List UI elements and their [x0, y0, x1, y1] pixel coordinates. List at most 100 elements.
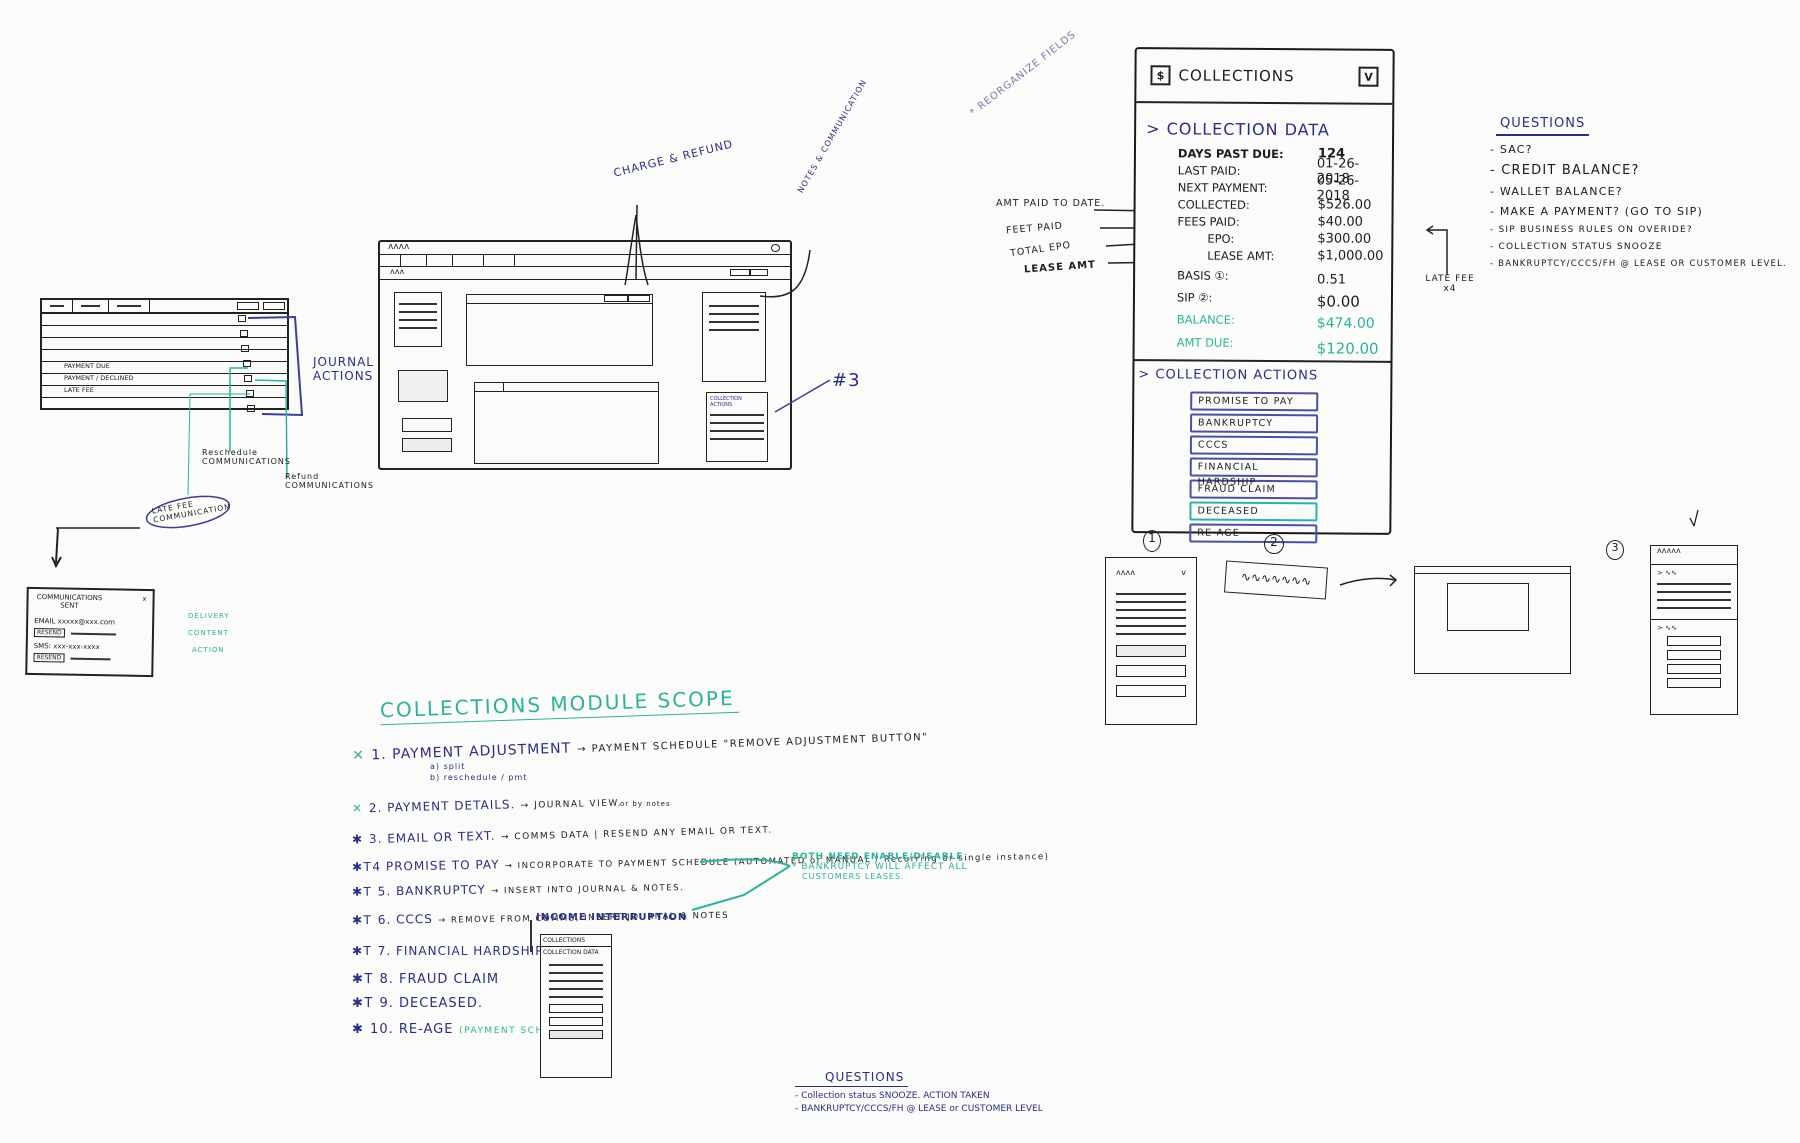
- question-item: - WALLET BALANCE?: [1490, 185, 1623, 198]
- user-avatar-icon[interactable]: [771, 244, 780, 252]
- journal-row[interactable]: PAYMENT / DECLINED: [42, 374, 287, 386]
- question-item: - SIP BUSINESS RULES ON OVERIDE?: [1490, 225, 1693, 235]
- scope-item-5: ✱T 5. BANKRUPTCY → INSERT INTO JOURNAL &…: [351, 882, 685, 899]
- account-panel: [702, 292, 766, 382]
- enable-disable-note: BOTH NEED ENABLE/DISABLE * BANKRUPTCY WI…: [792, 852, 968, 881]
- collections-header: $ COLLECTIONS V: [1136, 49, 1393, 105]
- refund-button[interactable]: [628, 295, 650, 302]
- deceased-button[interactable]: DECEASED: [1189, 501, 1318, 522]
- promise-to-pay-button[interactable]: PROMISE TO PAY: [1190, 391, 1319, 412]
- journal-row[interactable]: [42, 326, 287, 338]
- data-row-lease-amt: LEASE AMT:$1,000.00: [1207, 248, 1384, 264]
- option-marker-3: 3: [1606, 540, 1624, 560]
- data-row-fees-paid: FEES PAID:$40.00: [1177, 213, 1364, 230]
- collapse-toggle-icon[interactable]: V: [1358, 66, 1379, 87]
- question-item: - COLLECTION STATUS SNOOZE: [1490, 242, 1663, 252]
- journal-action-icon[interactable]: [247, 405, 255, 412]
- refund-communications-label: Refund COMMUNICATIONS: [285, 472, 374, 490]
- collection-data-section-toggle[interactable]: > COLLECTION DATA: [1146, 119, 1330, 140]
- financial-hardship-button[interactable]: FINANCIAL HARDSHIP: [1189, 457, 1318, 488]
- option-2-window-sketch: [1414, 566, 1571, 674]
- cccs-button[interactable]: CCCS: [1189, 435, 1318, 456]
- journal-row[interactable]: PAYMENT DUE: [42, 362, 287, 374]
- data-row-sip: SIP ②:$0.00: [1176, 290, 1360, 311]
- journal-action-icon[interactable]: [244, 375, 252, 382]
- re-age-button[interactable]: RE-AGE: [1189, 523, 1318, 544]
- communications-sent-dialog: COMMUNICATIONS SENT x EMAIL xxxxx@xxx.co…: [25, 586, 155, 678]
- journal-table-sketch: PAYMENT DUE PAYMENT / DECLINED LATE FEE: [40, 298, 289, 410]
- scope-title: COLLECTIONS MODULE SCOPE: [379, 685, 740, 726]
- collection-actions-section: > COLLECTION ACTIONS PROMISE TO PAY BANK…: [1133, 359, 1391, 544]
- bankruptcy-button[interactable]: BANKRUPTCY: [1190, 413, 1319, 434]
- customer-card: [394, 292, 442, 347]
- chevron-right-icon: >: [1138, 367, 1151, 383]
- nav-tab[interactable]: [453, 255, 484, 266]
- option-1-sketch: ᴧᴧᴧᴧ v: [1105, 557, 1197, 725]
- questions-right: QUESTIONS - SAC? - CREDIT BALANCE? - WAL…: [1490, 112, 1800, 276]
- journal-actions-label: JOURNAL ACTIONS: [313, 355, 374, 383]
- journal-row[interactable]: [42, 350, 287, 362]
- divider: [530, 920, 532, 952]
- journal-connectors: [51, 315, 304, 569]
- payments-panel: [466, 294, 653, 366]
- data-row-balance: BALANCE:$474.00: [1176, 312, 1375, 332]
- scope-item-10: ✱ 10. RE-AGE (PAYMENT SCHEDULE)?: [352, 1022, 593, 1037]
- feet-paid-note: FEET PAID: [1005, 220, 1064, 237]
- notes-button[interactable]: [730, 269, 750, 276]
- journal-panel: [474, 382, 659, 464]
- income-interruption-sketch: COLLECTIONS COLLECTION DATA: [540, 934, 612, 1078]
- nav-tab[interactable]: [401, 255, 427, 266]
- nav-tab[interactable]: [427, 255, 453, 266]
- option-1-button: [1116, 645, 1186, 657]
- scope-connectors: [691, 858, 791, 911]
- communication-button[interactable]: [750, 269, 768, 276]
- journal-action-icons: [238, 315, 255, 420]
- nav-tab[interactable]: [484, 255, 515, 266]
- side-button[interactable]: [402, 418, 452, 432]
- scope-side-note: or by notes: [620, 800, 671, 808]
- collection-actions-section-toggle[interactable]: > COLLECTION ACTIONS: [1138, 367, 1319, 384]
- amt-paid-to-date-note: AMT PAID TO DATE.: [996, 198, 1106, 209]
- close-icon[interactable]: x: [142, 594, 147, 603]
- journal-row[interactable]: LATE FEE: [42, 386, 287, 398]
- journal-action-icon[interactable]: [238, 315, 246, 322]
- option-3-sketch: ᴧᴧᴧᴧᴧ > ∿∿ > ∿∿: [1650, 545, 1738, 715]
- delivery-label: DELIVERY: [188, 612, 230, 620]
- dollar-icon: $: [1150, 65, 1171, 86]
- scope-item-2: ✕ 2. PAYMENT DETAILS. → JOURNAL VIEW.: [351, 797, 623, 816]
- question-item: - BANKRUPTCY/CCCS/FH @ LEASE OR CUSTOMER…: [1490, 259, 1787, 269]
- journal-row[interactable]: [42, 338, 287, 350]
- charge-button[interactable]: [604, 295, 628, 302]
- lease-amt-note: LEASE AMT: [1023, 259, 1097, 276]
- scope-item-7: ✱T 7. FINANCIAL HARDSHIP: [352, 944, 544, 958]
- reorganize-fields-note: * REORGANIZE FIELDS: [968, 29, 1079, 119]
- sms-value: xxx-xxx-xxxx: [53, 642, 100, 652]
- email-value: xxxxx@xxx.com: [57, 617, 116, 627]
- data-row-basis: BASIS ①:0.51: [1177, 267, 1347, 288]
- scope-item-3: ✱ 3. EMAIL OR TEXT. → COMMS DATA | RESEN…: [351, 825, 773, 847]
- question-item: - SAC?: [1490, 143, 1533, 156]
- nav-tab[interactable]: [380, 255, 401, 266]
- collections-title: COLLECTIONS: [1178, 66, 1295, 86]
- option-2-banner-sketch: ∿∿∿∿∿∿∿: [1224, 560, 1328, 600]
- resend-email-button[interactable]: RESEND: [33, 628, 65, 638]
- question-item: - BANKRUPTCY/CCCS/FH @ LEASE or CUSTOMER…: [795, 1104, 1043, 1114]
- collection-actions-panel-mini: COLLECTION ACTIONS: [706, 392, 768, 462]
- questions-bottom-title: QUESTIONS: [795, 1070, 909, 1087]
- reschedule-communications-label: Reschedule COMMUNICATIONS: [202, 448, 291, 466]
- app-wireframe: ᴧᴧᴧᴧ ᴧᴧᴧ COLLECTION ACTIONS: [378, 240, 792, 470]
- side-button[interactable]: [402, 438, 452, 452]
- resend-sms-button[interactable]: RESEND: [33, 653, 65, 663]
- journal-action-icon[interactable]: [241, 345, 249, 352]
- data-row-epo: EPO:$300.00: [1207, 231, 1372, 247]
- fraud-claim-button[interactable]: FRAUD CLAIM: [1189, 479, 1318, 500]
- summary-card: [398, 370, 448, 402]
- journal-row[interactable]: [42, 314, 287, 326]
- scope-sub-item: a) split: [430, 762, 466, 771]
- journal-action-icon[interactable]: [240, 330, 248, 337]
- option-marker-2: 2: [1264, 534, 1284, 554]
- data-row-next-payment: NEXT PAYMENT:05-26-2018: [1177, 172, 1360, 204]
- dialog-title: COMMUNICATIONS SENT: [36, 593, 103, 610]
- journal-action-icon[interactable]: [243, 360, 251, 367]
